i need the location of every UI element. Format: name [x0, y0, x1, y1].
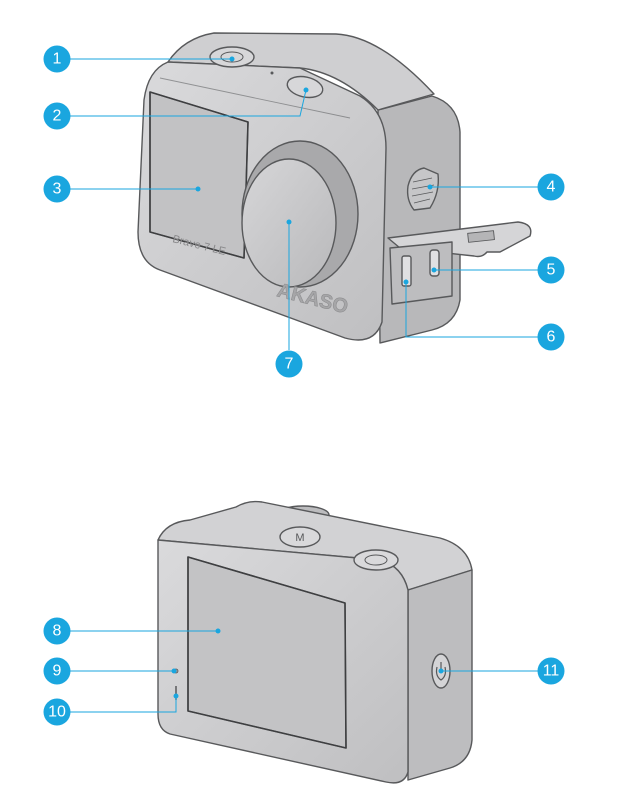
callout-8: 8 [43, 617, 71, 645]
leader-dots [171, 56, 444, 699]
callout-9: 9 [43, 657, 71, 685]
callout-2-label: 2 [53, 108, 62, 125]
side-speaker-vent [406, 167, 440, 211]
callout-9-label: 9 [53, 663, 62, 680]
callout-4-label: 4 [547, 179, 556, 196]
callout-11-label: 11 [543, 663, 560, 680]
callout-badges: 1 2 3 4 5 6 7 8 [43, 45, 565, 726]
callout-6-label: 6 [547, 329, 556, 346]
callout-11: 11 [537, 657, 565, 685]
callout-3-label: 3 [53, 181, 62, 198]
leader-6 [405, 282, 538, 338]
callout-6: 6 [537, 323, 565, 351]
back-shutter-button[interactable] [353, 549, 399, 571]
callout-5-label: 5 [547, 262, 556, 279]
callout-5: 5 [537, 256, 565, 284]
callout-1-label: 1 [53, 51, 62, 68]
callout-1: 1 [43, 45, 71, 73]
back-mode-button[interactable] [279, 526, 321, 548]
mode-button[interactable] [285, 73, 324, 100]
camera-front-side-panel [377, 95, 461, 344]
callout-10: 10 [43, 698, 71, 726]
callout-7: 7 [275, 350, 303, 378]
callout-7-label: 7 [285, 356, 294, 373]
callout-10-label: 10 [48, 704, 66, 721]
camera-back-view: M [157, 500, 473, 784]
callout-8-label: 8 [53, 623, 62, 640]
leader-lines [70, 58, 538, 713]
leader-10 [70, 696, 177, 713]
back-mode-glyph: M [295, 532, 304, 544]
callout-3: 3 [43, 175, 71, 203]
camera-front-view: Brave 7 LE AKASO [137, 32, 532, 344]
top-mic-hole [270, 71, 274, 75]
callout-4: 4 [537, 173, 565, 201]
callout-2: 2 [43, 102, 71, 130]
leader-2 [70, 89, 307, 117]
